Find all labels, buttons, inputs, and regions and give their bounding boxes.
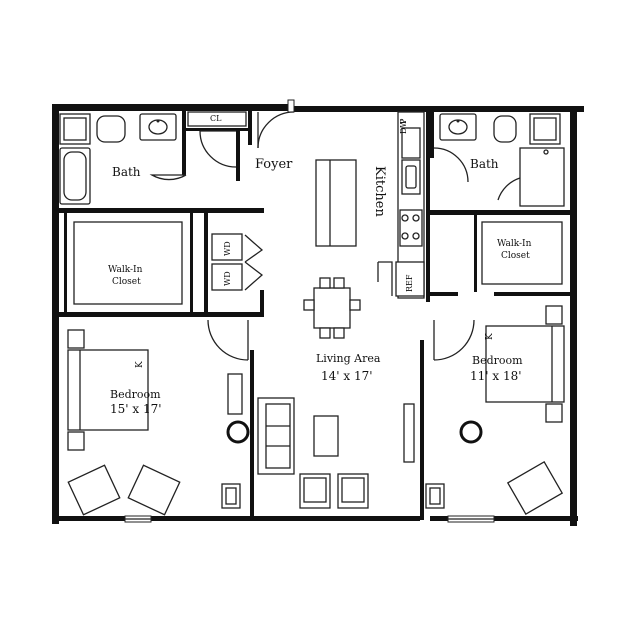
windows — [124, 99, 495, 523]
label-pantry: P — [399, 118, 408, 124]
toilet-left — [96, 115, 126, 143]
chair-left-2 — [127, 464, 181, 516]
label-living-size: 14' x 17' — [321, 369, 373, 383]
chair-right — [506, 461, 564, 515]
left-walk-in-closet — [73, 221, 183, 305]
label-bed-marker-right: K — [485, 333, 495, 340]
closet-shelves-right — [481, 221, 563, 285]
toilet-right — [493, 115, 517, 143]
door-swings — [149, 111, 521, 361]
living-furniture — [257, 397, 415, 509]
bed-right — [485, 325, 565, 403]
column-marker-right — [459, 420, 483, 444]
cooktop — [399, 209, 423, 247]
right-walk-in-closet — [481, 221, 563, 285]
ceiling-markers — [226, 420, 483, 444]
right-bath-fixtures — [439, 113, 565, 207]
label-bath-right: Bath — [470, 157, 499, 171]
left-bath-fixtures — [59, 113, 177, 205]
label-bedroom-right-size: 11' x 18' — [470, 369, 522, 383]
closet-shelves-left — [73, 221, 183, 305]
cl-closet — [187, 111, 247, 127]
laundry — [211, 233, 243, 291]
label-washer: WD — [223, 241, 232, 256]
label-bedroom-left-size: 15' x 17' — [110, 402, 162, 416]
label-closet-cl: CL — [210, 114, 222, 123]
nightstand-left-2 — [67, 431, 85, 451]
nightstand-right-2 — [545, 403, 563, 423]
dishwasher — [401, 127, 421, 159]
label-kitchen: Kitchen — [372, 166, 387, 217]
nightstand-right-1 — [545, 305, 563, 325]
right-bedroom-furniture — [425, 305, 565, 515]
dryer — [211, 263, 243, 291]
tv-console — [403, 403, 415, 463]
bed-left — [67, 349, 149, 431]
label-closet-right-1: Walk-In — [497, 239, 532, 249]
label-dryer: WD — [223, 271, 232, 286]
label-bed-marker-left: K — [135, 361, 145, 368]
label-foyer: Foyer — [255, 157, 293, 172]
label-refrigerator: REF — [405, 274, 414, 292]
column-marker-left — [226, 420, 250, 444]
chair-left-1 — [67, 464, 121, 516]
label-dishwasher: DW — [399, 119, 408, 134]
label-living-name: Living Area — [316, 352, 381, 365]
kitchen-island — [315, 159, 357, 247]
label-closet-left-1: Walk-In — [108, 265, 143, 275]
dining-set — [303, 277, 361, 339]
coffee-table — [313, 415, 339, 457]
shower-right — [519, 147, 565, 207]
label-closet-right-2: Closet — [501, 251, 530, 261]
exterior-walls — [52, 104, 584, 526]
label-closet-left-2: Closet — [112, 277, 141, 287]
labels: Bath Bath Foyer Kitchen Walk-In Closet W… — [108, 114, 532, 416]
nightstand-left-1 — [67, 329, 85, 349]
label-bedroom-left-name: Bedroom — [110, 388, 161, 401]
washer — [211, 233, 243, 261]
dining-table — [313, 287, 351, 329]
label-bedroom-right-name: Bedroom — [472, 354, 523, 367]
interior-walls — [59, 110, 570, 520]
refrigerator — [395, 261, 425, 297]
label-bath-left: Bath — [112, 165, 141, 179]
dresser-left — [227, 373, 243, 415]
kitchen — [315, 111, 425, 299]
left-bedroom-furniture — [67, 329, 243, 516]
